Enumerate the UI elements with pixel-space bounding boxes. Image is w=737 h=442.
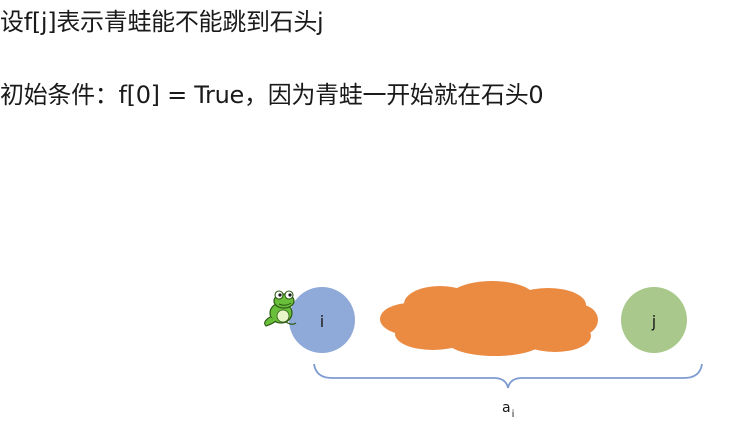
cloud-shape [380, 281, 598, 356]
stone-j [621, 287, 687, 353]
curly-brace [313, 363, 703, 389]
stone-i [289, 287, 355, 353]
initial-condition-text: 初始条件：f[0] = True，因为青蛙一开始就在石头0 [0, 81, 544, 109]
stone-i-label: i [320, 312, 324, 331]
distance-label-sub: i [512, 409, 515, 420]
distance-label-base: a [502, 400, 511, 416]
distance-label: ai [502, 400, 514, 420]
stone-j-label: j [651, 312, 656, 331]
definition-text: 设f[j]表示青蛙能不能跳到石头j [0, 8, 324, 36]
frog-icon [264, 290, 297, 327]
